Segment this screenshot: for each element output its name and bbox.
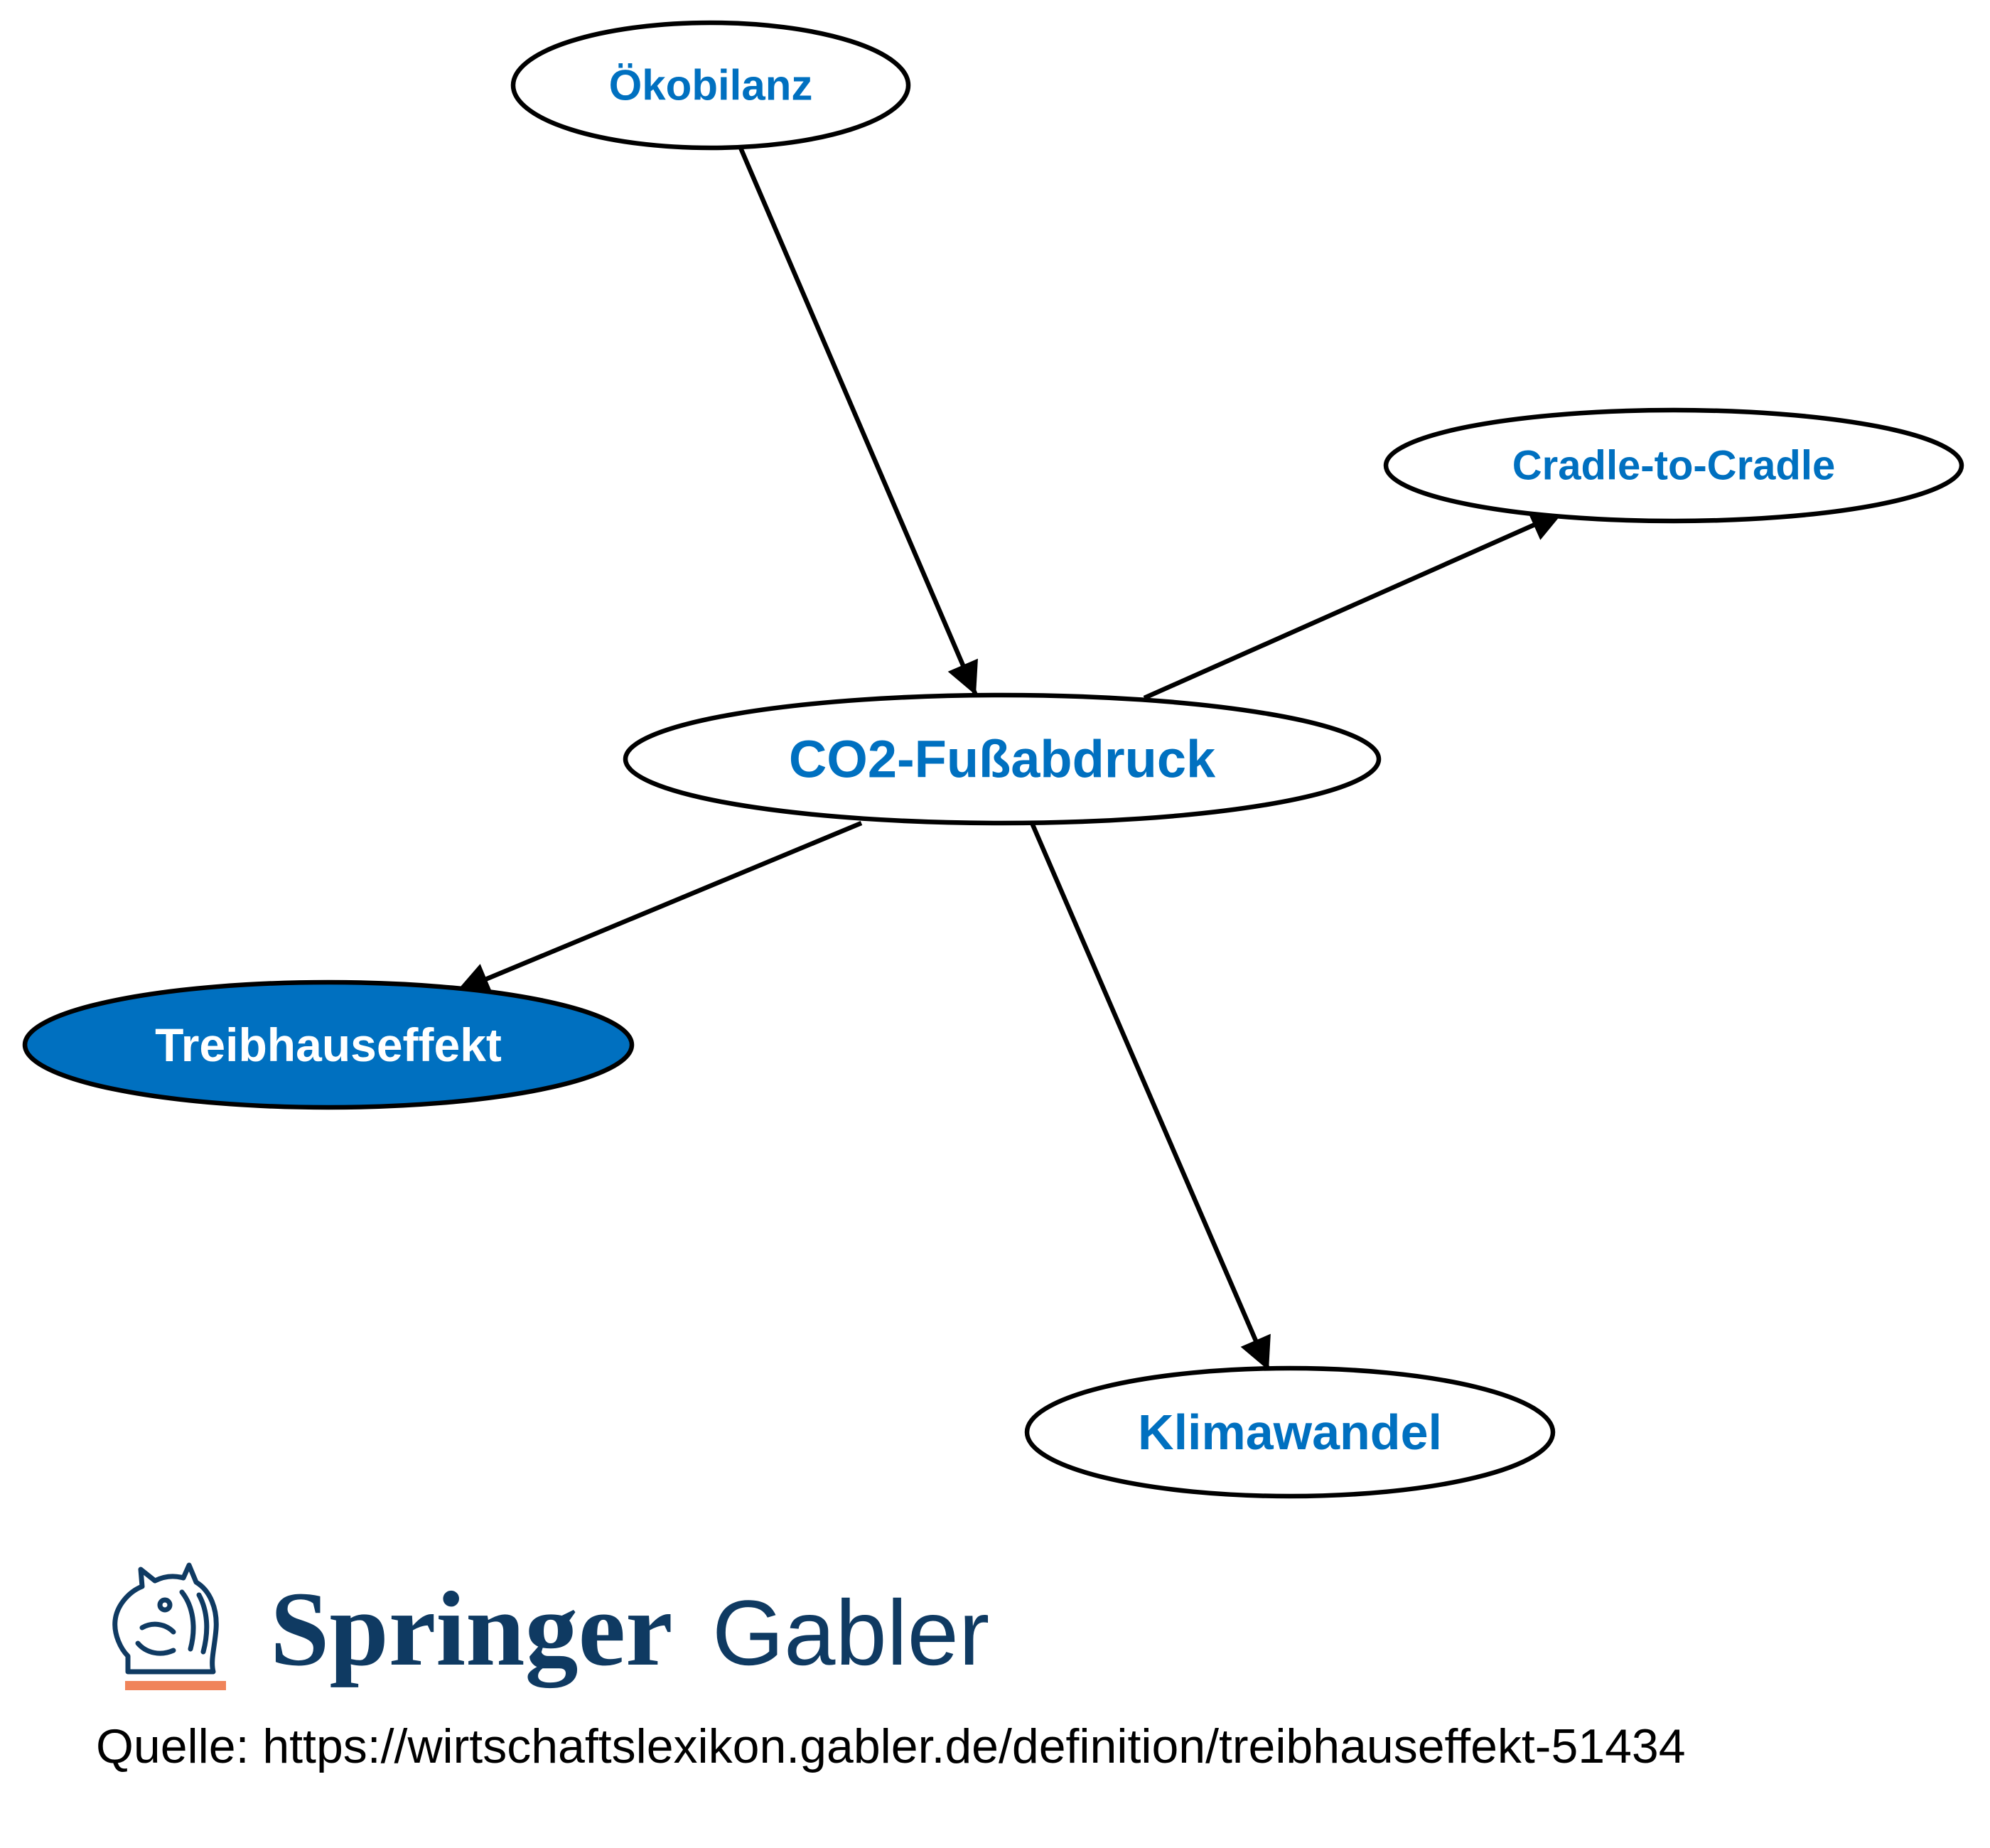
node-label: Cradle-to-Cradle xyxy=(1512,443,1835,489)
edge-co2-to-treibhaus xyxy=(455,820,863,994)
edge-oekobilanz-to-co2 xyxy=(738,146,978,697)
node-ellipse xyxy=(22,979,635,1110)
logo-brand-text: Springer xyxy=(270,1570,673,1688)
edge-co2-to-klima xyxy=(1030,822,1271,1372)
logo-underline xyxy=(125,1681,226,1690)
node-cradle[interactable]: Cradle-to-Cradle xyxy=(1383,407,1964,524)
node-label: CO2-Fußabdruck xyxy=(789,730,1216,789)
node-klima[interactable]: Klimawandel xyxy=(1024,1365,1556,1499)
knight-horse-icon xyxy=(112,1562,219,1675)
node-label: Treibhauseffekt xyxy=(155,1019,502,1071)
nodes-layer: ÖkobilanzCradle-to-CradleCO2-FußabdruckT… xyxy=(22,20,1964,1499)
edge-co2-to-cradle xyxy=(1143,510,1565,700)
springer-gabler-logo: Springer Gabler xyxy=(100,1549,995,1706)
node-oekobilanz[interactable]: Ökobilanz xyxy=(510,20,911,151)
node-ellipse xyxy=(1024,1365,1556,1499)
node-ellipse xyxy=(623,692,1382,826)
node-label: Ökobilanz xyxy=(609,62,813,109)
node-ellipse xyxy=(510,20,911,151)
node-treibhaus[interactable]: Treibhauseffekt xyxy=(22,979,635,1110)
node-label: Klimawandel xyxy=(1138,1404,1442,1460)
node-ellipse xyxy=(1383,407,1964,524)
source-caption: Quelle: https://wirtschaftslexikon.gable… xyxy=(96,1719,1686,1773)
node-co2[interactable]: CO2-Fußabdruck xyxy=(623,692,1382,826)
logo-sub-text: Gabler xyxy=(712,1581,989,1685)
edges-layer xyxy=(455,146,1565,1372)
